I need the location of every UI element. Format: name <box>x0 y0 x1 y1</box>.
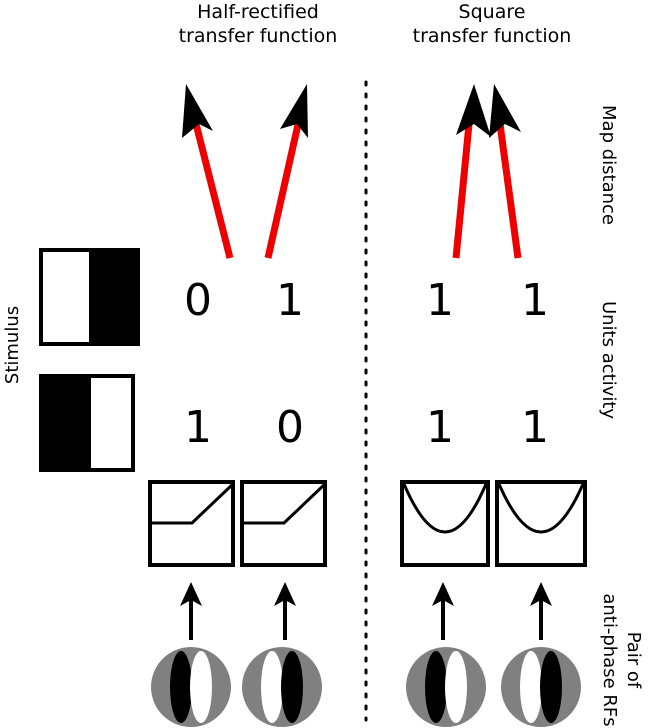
rf-disc-1 <box>151 647 231 727</box>
activity-s2-unit4: 1 <box>521 402 549 453</box>
map-arrow-3 <box>452 84 491 259</box>
stimulus-2 <box>39 374 135 472</box>
rf-arrow-3 <box>432 582 454 640</box>
title-square-line2: transfer function <box>413 25 572 47</box>
rf-disc-4 <box>501 647 581 727</box>
activity-s2-unit2: 0 <box>276 402 304 453</box>
title-half-rectified-line1: Half-rectified <box>197 1 319 23</box>
rf-disc-2 <box>242 647 322 727</box>
activity-s1-unit1: 0 <box>184 275 212 326</box>
transfer-box-square-2 <box>495 480 587 567</box>
transfer-box-square-1 <box>400 480 490 567</box>
transfer-box-half-rectified-2 <box>240 480 327 567</box>
rf-arrow-1 <box>180 582 202 640</box>
label-pair-of: Pair of <box>623 632 644 689</box>
rf-arrow-4 <box>530 582 552 640</box>
rf-arrow-2 <box>274 582 296 640</box>
map-arrow-4 <box>489 84 522 259</box>
label-map-distance: Map distance <box>598 105 619 225</box>
activity-s2-unit1: 1 <box>184 402 212 453</box>
rf-disc-3 <box>406 647 486 727</box>
map-arrow-1 <box>182 84 234 259</box>
transfer-box-half-rectified-1 <box>148 480 235 567</box>
label-stimulus: Stimulus <box>2 306 23 384</box>
title-half-rectified-line2: transfer function <box>179 25 338 47</box>
label-anti-phase-rfs: anti-phase RFs <box>599 593 620 726</box>
activity-s1-unit3: 1 <box>426 275 454 326</box>
activity-s1-unit4: 1 <box>521 275 549 326</box>
stimulus-1 <box>39 248 140 346</box>
map-arrow-2 <box>264 84 308 259</box>
title-square-line1: Square <box>459 1 526 23</box>
label-units-activity: Units activity <box>598 301 619 419</box>
activity-s2-unit3: 1 <box>426 402 454 453</box>
activity-s1-unit2: 1 <box>276 275 304 326</box>
